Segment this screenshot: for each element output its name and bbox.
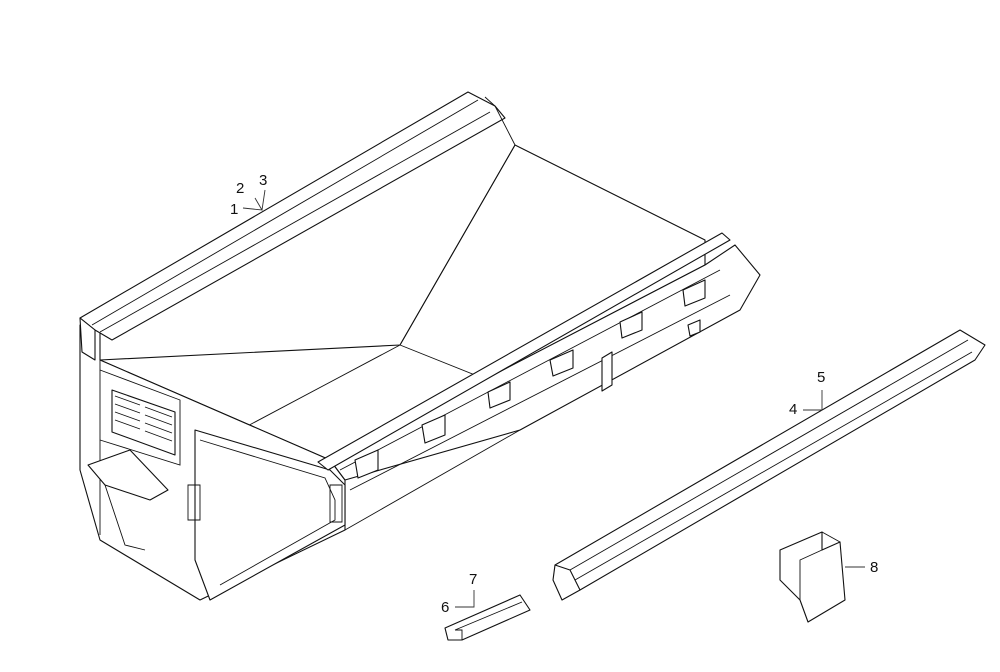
clip-bracket	[779, 531, 846, 623]
front-bracket	[87, 449, 169, 501]
long-strip	[552, 329, 986, 601]
latch	[601, 351, 613, 392]
wedge	[444, 594, 531, 641]
leader-lines	[242, 189, 865, 608]
side-top-rail	[317, 232, 731, 471]
dump-body	[79, 144, 761, 601]
callout-4: 4	[789, 401, 797, 418]
callout-3: 3	[259, 172, 267, 189]
callout-5: 5	[817, 369, 825, 386]
callout-2: 2	[236, 180, 244, 197]
callout-6: 6	[441, 599, 449, 616]
side-ribs	[354, 279, 706, 479]
callout-7: 7	[469, 571, 477, 588]
vent-grill	[111, 389, 176, 456]
callout-1: 1	[230, 201, 238, 218]
callout-8: 8	[870, 559, 878, 576]
top-rail	[79, 91, 516, 361]
